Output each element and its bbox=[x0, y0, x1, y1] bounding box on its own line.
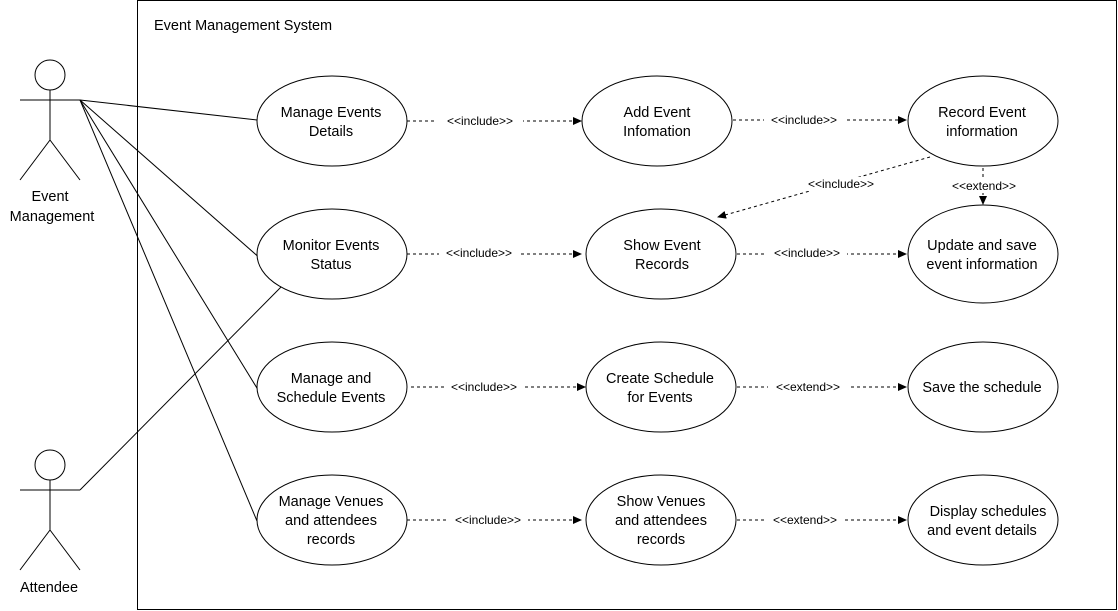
system-boundary bbox=[137, 0, 1117, 610]
use-case-label: Save the schedule bbox=[922, 380, 1041, 396]
relation-label: <<include>> bbox=[808, 177, 874, 191]
relation-label: <<include>> bbox=[771, 113, 837, 127]
association-line bbox=[79, 99, 258, 522]
use-case-label: Record Event bbox=[938, 105, 1026, 121]
use-case-label: Create Schedule bbox=[606, 371, 714, 387]
use-case-label: Records bbox=[635, 257, 689, 273]
use-case-label: Status bbox=[310, 257, 351, 273]
use-case-label: information bbox=[946, 124, 1018, 140]
system-title: Event Management System bbox=[154, 18, 332, 34]
association-line bbox=[79, 99, 263, 261]
use-case-label: and event details bbox=[927, 523, 1037, 539]
use-case-label: Details bbox=[309, 124, 353, 140]
actor-event-management: Event Management bbox=[10, 59, 95, 225]
use-case-label: for Events bbox=[627, 390, 692, 406]
use-case-label: Manage and bbox=[291, 371, 372, 387]
relation-label: <<extend>> bbox=[776, 380, 840, 394]
relation-label: <<extend>> bbox=[773, 513, 837, 527]
relation-label: <<include>> bbox=[446, 246, 512, 260]
use-case-manage-events-details: Manage Events Details bbox=[256, 75, 408, 167]
actor-attendee: Attendee bbox=[19, 449, 81, 596]
use-case-monitor-events-status: Monitor Events Status bbox=[256, 208, 408, 300]
use-case-label: and attendees bbox=[615, 513, 707, 529]
relation-label: <<include>> bbox=[451, 380, 517, 394]
use-case-manage-schedule-events: Manage and Schedule Events bbox=[256, 341, 408, 433]
actor-event-management-label-2: Management bbox=[10, 209, 95, 225]
use-case-label: Display schedules bbox=[930, 504, 1047, 520]
use-case-display-schedules: Display schedules and event details bbox=[907, 474, 1059, 566]
use-case-label: Infomation bbox=[623, 124, 691, 140]
use-case-show-venues: Show Venues and attendees records bbox=[585, 474, 737, 566]
use-case-label: Schedule Events bbox=[277, 390, 386, 406]
relation-label: <<include>> bbox=[774, 246, 840, 260]
use-case-save-schedule: Save the schedule bbox=[907, 341, 1059, 433]
use-case-label: Show Event bbox=[623, 238, 700, 254]
use-case-label: Monitor Events bbox=[283, 238, 380, 254]
association-line bbox=[79, 99, 258, 121]
use-case-label: Manage Events bbox=[281, 105, 382, 121]
use-case-label: Update and save bbox=[927, 238, 1037, 254]
relation-label: <<include>> bbox=[455, 513, 521, 527]
use-case-show-event-records: Show Event Records bbox=[585, 208, 737, 300]
use-case-label: and attendees bbox=[285, 513, 377, 529]
actor-event-management-label-1: Event bbox=[31, 189, 68, 205]
use-case-label: records bbox=[307, 532, 355, 548]
relation-label: <<extend>> bbox=[952, 179, 1016, 193]
use-case-add-event-info: Add Event Infomation bbox=[581, 75, 733, 167]
use-case-label: records bbox=[637, 532, 685, 548]
actor-attendee-label: Attendee bbox=[20, 580, 78, 596]
relation-label: <<include>> bbox=[447, 114, 513, 128]
association-line bbox=[79, 99, 261, 394]
use-case-create-schedule: Create Schedule for Events bbox=[585, 341, 737, 433]
use-case-manage-venues: Manage Venues and attendees records bbox=[256, 474, 408, 566]
association-line bbox=[79, 284, 284, 491]
use-case-label: event information bbox=[926, 257, 1037, 273]
use-case-label: Add Event bbox=[624, 105, 691, 121]
use-case-label: Show Venues bbox=[617, 494, 706, 510]
use-case-update-save-event-info: Update and save event information bbox=[907, 204, 1059, 304]
use-case-record-event-info: Record Event information bbox=[907, 75, 1059, 167]
use-case-label: Manage Venues bbox=[279, 494, 384, 510]
